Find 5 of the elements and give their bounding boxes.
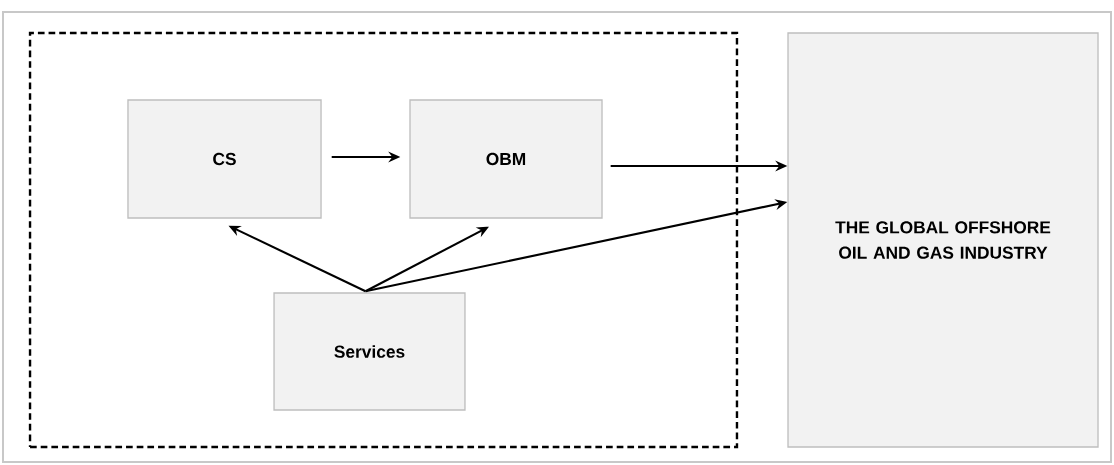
process-box: CS xyxy=(127,99,322,219)
process-box: OBM xyxy=(409,99,603,219)
process-box: THE GLOBAL OFFSHORE OIL AND GAS INDUSTRY xyxy=(787,32,1099,448)
process-box: Services xyxy=(273,292,466,411)
dashed-frame xyxy=(28,31,739,449)
